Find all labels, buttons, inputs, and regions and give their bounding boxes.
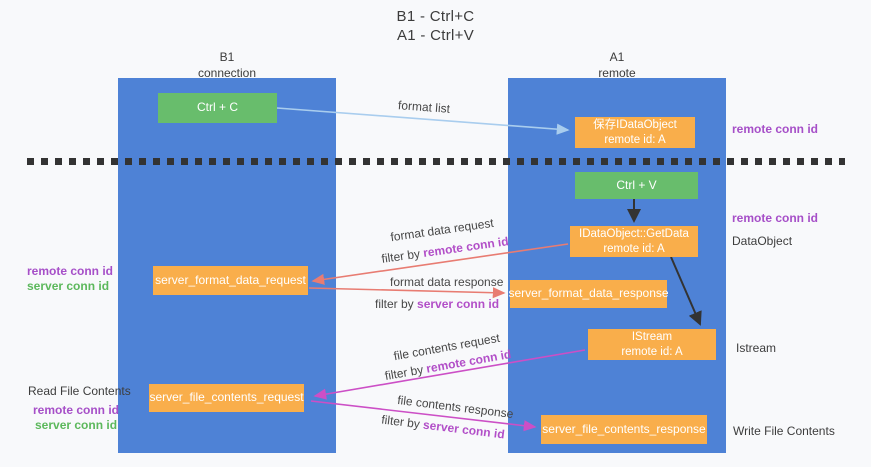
box-save-idataobject-line1: 保存IDataObject <box>593 118 677 131</box>
filter-remote-conn-id: remote conn id <box>422 234 510 260</box>
side-dataobject: DataObject <box>732 234 793 248</box>
dashed-separator <box>27 158 845 165</box>
label-format-list: format list <box>397 98 451 116</box>
lane-left-role: connection <box>197 65 257 80</box>
side-remote-conn-id-left2: remote conn id <box>33 403 120 417</box>
side-remote-conn-id-mid: remote conn id <box>732 211 819 225</box>
box-save-idataobject: 保存IDataObject remote id: A <box>575 117 695 148</box>
box-idataobject-getdata-line1: IDataObject::GetData <box>579 227 689 240</box>
title-line-1: B1 - Ctrl+C <box>396 8 475 25</box>
box-idataobject-getdata-line2: remote id: A <box>603 242 665 255</box>
filter-by-text: filter by <box>380 246 425 266</box>
lane-left-name: B1 <box>219 50 235 64</box>
box-istream: IStream remote id: A <box>588 329 716 360</box>
title-line-2: A1 - Ctrl+V <box>396 27 475 44</box>
side-server-conn-id-left2: server conn id <box>35 418 118 432</box>
box-idataobject-getdata: IDataObject::GetData remote id: A <box>570 226 698 257</box>
side-server-conn-id-left1: server conn id <box>27 279 110 293</box>
filter-server-conn-id: server conn id <box>422 417 506 442</box>
box-save-idataobject-line2: remote id: A <box>604 133 666 146</box>
box-istream-line2: remote id: A <box>621 345 683 358</box>
label-format-data-response: format data response <box>390 275 504 289</box>
lane-header-right: A1 remote <box>508 50 726 81</box>
box-server-format-data-request: server_format_data_request <box>153 266 308 295</box>
lane-header-left: B1 connection <box>118 50 336 81</box>
side-write-file-contents: Write File Contents <box>733 424 835 438</box>
filter-server-conn-id: server conn id <box>417 297 500 311</box>
lane-right-name: A1 <box>609 50 625 64</box>
box-server-file-contents-response: server_file_contents_response <box>541 415 707 444</box>
side-remote-conn-id-left1: remote conn id <box>27 264 114 278</box>
filter-by-text: filter by <box>375 297 418 311</box>
box-server-format-data-response: server_format_data_response <box>508 280 669 308</box>
box-istream-line1: IStream <box>631 330 673 343</box>
lane-right-role: remote <box>598 65 636 80</box>
filter-by-text: filter by <box>380 412 425 432</box>
side-istream: Istream <box>736 341 777 355</box>
label-filter-server-1: filter by server conn id <box>375 297 499 311</box>
side-remote-conn-id-top: remote conn id <box>732 122 819 136</box>
box-server-file-contents-request: server_file_contents_request <box>149 384 304 412</box>
box-ctrl-c: Ctrl + C <box>158 93 277 123</box>
side-read-file-contents: Read File Contents <box>28 384 131 398</box>
box-ctrl-v: Ctrl + V <box>575 172 698 199</box>
filter-by-text: filter by <box>383 361 428 384</box>
